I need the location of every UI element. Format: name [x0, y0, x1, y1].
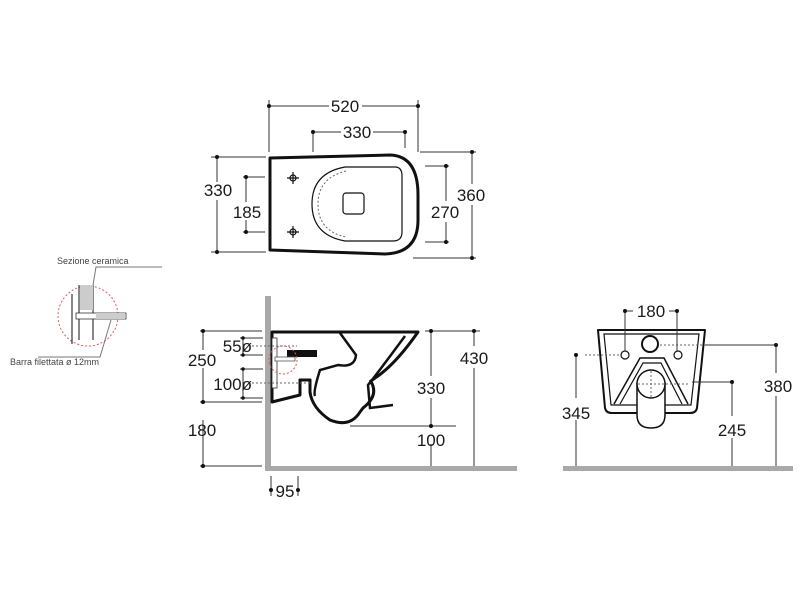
dim-345: 345: [562, 404, 590, 423]
dim-520: 520: [331, 97, 359, 116]
dim-100: 100: [417, 431, 445, 450]
dim-180-front: 180: [637, 302, 665, 321]
dim-330-left: 330: [204, 181, 232, 200]
dim-55-diameter: 55ø: [223, 337, 252, 356]
water-inlet: [641, 335, 659, 353]
dim-270: 270: [431, 203, 459, 222]
floor: [265, 466, 517, 471]
dim-245: 245: [718, 421, 746, 440]
dim-180: 180: [188, 421, 216, 440]
section-label: Sezione ceramica: [57, 256, 129, 266]
dim-330-top: 330: [343, 123, 371, 142]
dim-330-side: 330: [417, 379, 445, 398]
top-view: 520 330 330 185 360 270: [204, 97, 485, 260]
dim-430: 430: [460, 349, 488, 368]
fixing-hole-icon: [287, 226, 299, 238]
rod-label: Barra filettata ø 12mm: [10, 357, 99, 367]
side-view: 250 180 55ø 100ø 430 330 100 95: [188, 296, 517, 501]
dim-185: 185: [233, 203, 261, 222]
dim-380: 380: [764, 377, 792, 396]
detail-section: Sezione ceramica Barra filettata ø 12mm: [10, 256, 162, 367]
fixing-hole-icon: [673, 350, 683, 360]
front-view: 180 380 345 245: [562, 302, 793, 471]
fixing-hole-icon: [287, 172, 299, 184]
dim-95: 95: [276, 482, 295, 501]
dim-250: 250: [188, 351, 216, 370]
toilet-top-outline: [268, 153, 420, 256]
floor-front: [563, 466, 793, 471]
seat-opening: [311, 166, 403, 242]
flush-hole: [342, 192, 365, 215]
dim-100-diameter: 100ø: [213, 375, 252, 394]
dim-360: 360: [457, 186, 485, 205]
